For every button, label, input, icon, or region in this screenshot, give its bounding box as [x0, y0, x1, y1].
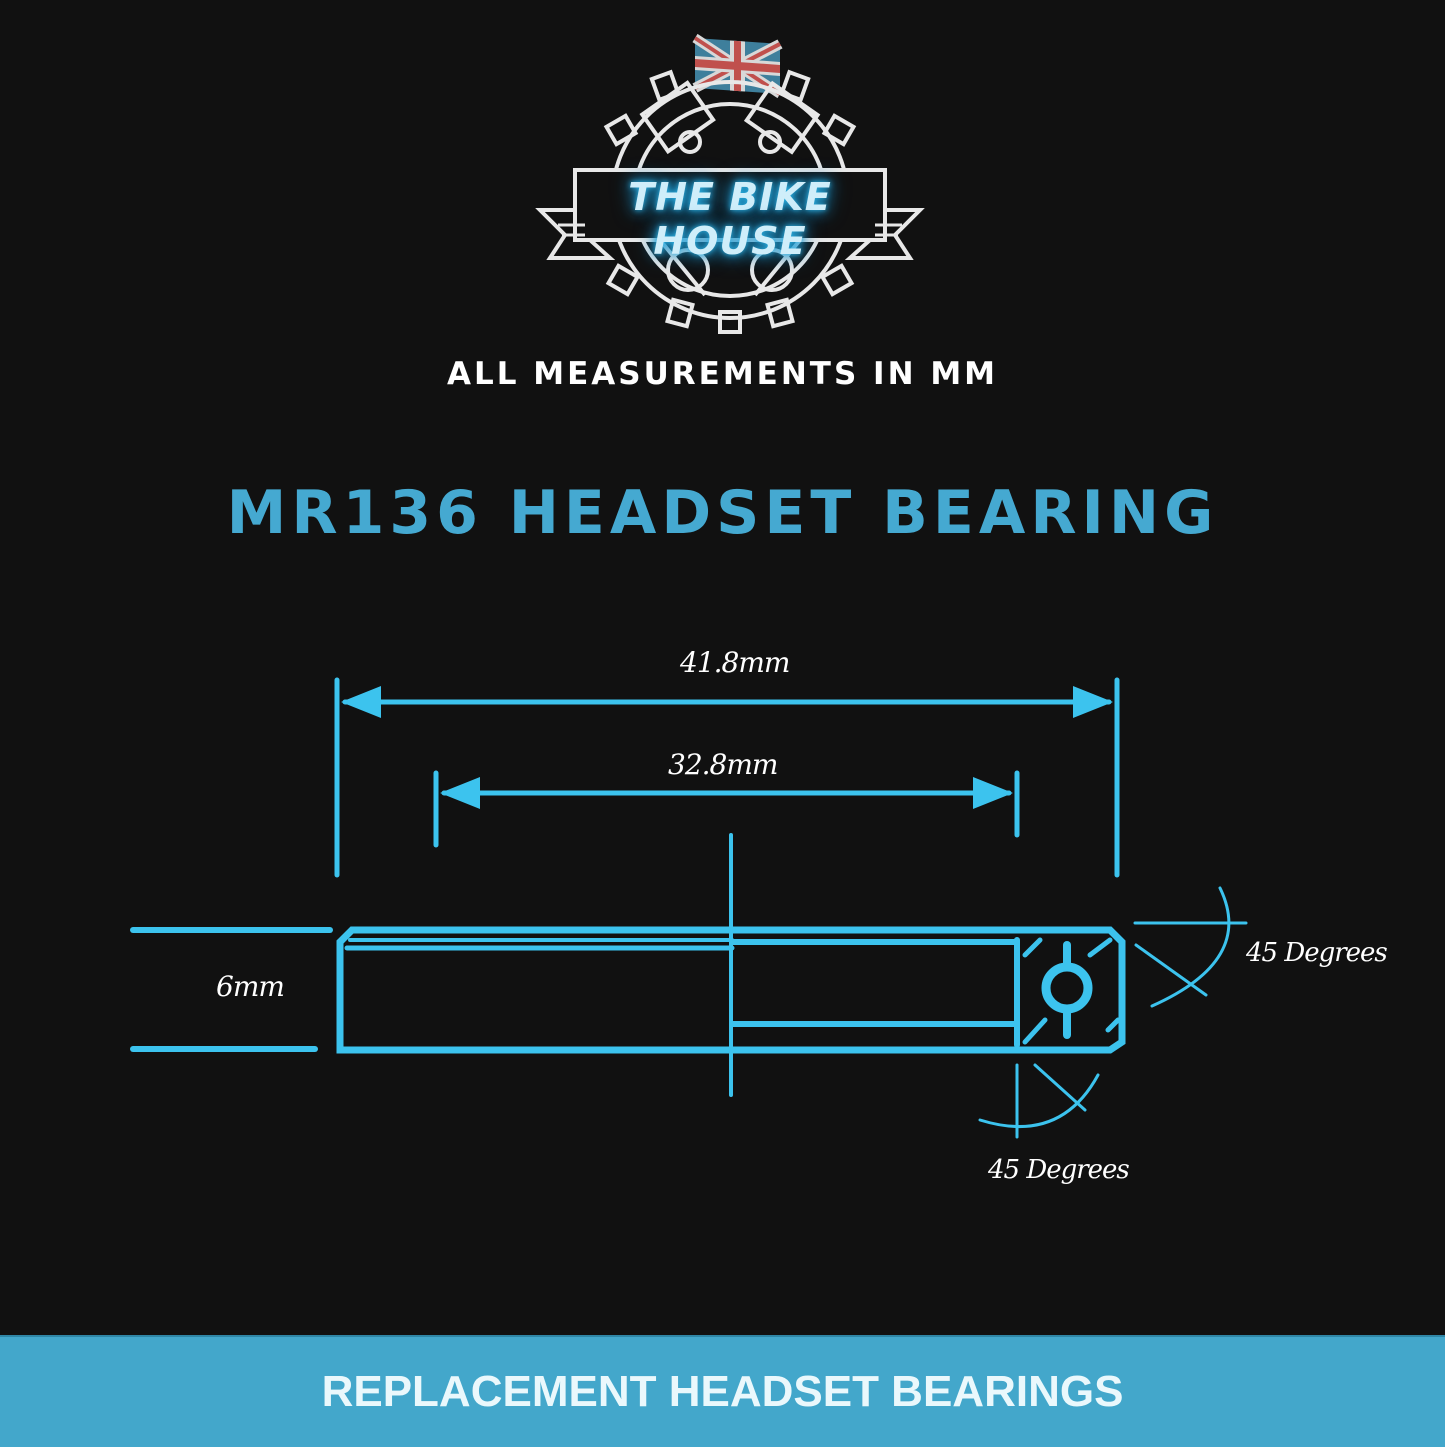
measurement-note: ALL MEASUREMENTS IN MM: [446, 356, 999, 392]
chamfer-top-label: 45 Degrees: [1246, 938, 1388, 968]
outer-diameter-label: 41.8mm: [680, 646, 790, 679]
brand-name: THE BIKE HOUSE: [628, 175, 832, 263]
brand-logo: THE BIKE HOUSE: [530, 30, 930, 340]
chamfer-bottom-label: 45 Degrees: [988, 1155, 1130, 1185]
page-title: MR136 HEADSET BEARING: [226, 478, 1219, 548]
gear-emblem-icon: [535, 33, 925, 334]
footer-banner: REPLACEMENT HEADSET BEARINGS: [0, 1335, 1445, 1447]
inner-diameter-label: 32.8mm: [668, 748, 778, 781]
bearing-diagram: 41.8mm 32.8mm 6mm 45 Degrees 45 Degrees: [0, 600, 1445, 1240]
footer-label: REPLACEMENT HEADSET BEARINGS: [321, 1367, 1124, 1416]
union-jack-flag-icon: [692, 33, 783, 99]
height-label: 6mm: [216, 970, 285, 1003]
bearing-cross-section: [130, 677, 1248, 1139]
